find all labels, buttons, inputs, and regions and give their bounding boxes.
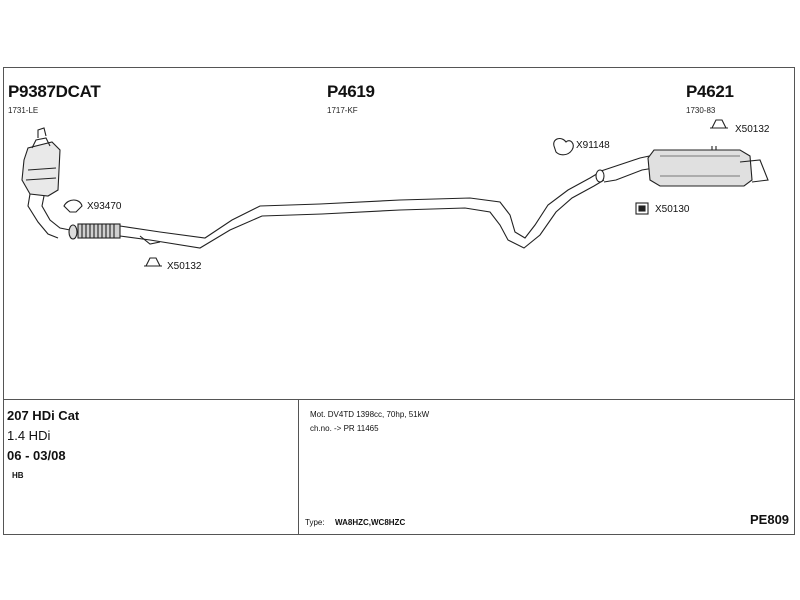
part-ref-catalyst: 1731-LE: [8, 106, 39, 115]
fitting-label-x50132-left: X50132: [167, 261, 202, 272]
rear-silencer-drawing: [595, 146, 769, 187]
hanger-icon-x50130: [635, 202, 649, 215]
middle-pipe-drawing: [119, 171, 605, 249]
rubber-mount-icon-x50132-left: [144, 257, 162, 267]
sheet-code: PE809: [750, 512, 790, 527]
gasket-icon-x91148: [553, 137, 574, 156]
part-ref-middle-pipe: 1717-KF: [327, 106, 358, 115]
clamp-icon-x93470: [63, 199, 83, 213]
divider-horizontal: [3, 399, 795, 400]
vehicle-model: 207 HDi Cat: [7, 408, 80, 423]
divider-vertical: [298, 399, 299, 535]
chassis-number: ch.no. -> PR 11465: [310, 424, 379, 433]
rubber-mount-icon-x50132-right: [710, 119, 728, 129]
type-label: Type:: [305, 518, 325, 527]
fitting-label-x91148: X91148: [576, 140, 610, 151]
fitting-label-x93470: X93470: [87, 201, 122, 212]
vehicle-engine: 1.4 HDi: [7, 428, 51, 443]
part-ref-rear-silencer: 1730-83: [686, 106, 716, 115]
exhaust-system-drawing: [21, 119, 769, 267]
part-code-catalyst: P9387DCAT: [8, 82, 101, 101]
vehicle-years: 06 - 03/08: [7, 448, 66, 463]
diagram-frame: [3, 67, 795, 535]
type-value: WA8HZC,WC8HZC: [335, 518, 406, 527]
part-code-middle-pipe: P4619: [327, 82, 375, 101]
motor-spec: Mot. DV4TD 1398cc, 70hp, 51kW: [310, 410, 430, 419]
part-code-rear-silencer: P4621: [686, 82, 734, 101]
catalyst-drawing: [21, 127, 78, 240]
fitting-label-x50130: X50130: [655, 204, 690, 215]
fitting-label-x50132-right: X50132: [735, 124, 770, 135]
flex-pipe-drawing: [77, 223, 121, 239]
vehicle-body: HB: [12, 471, 24, 480]
